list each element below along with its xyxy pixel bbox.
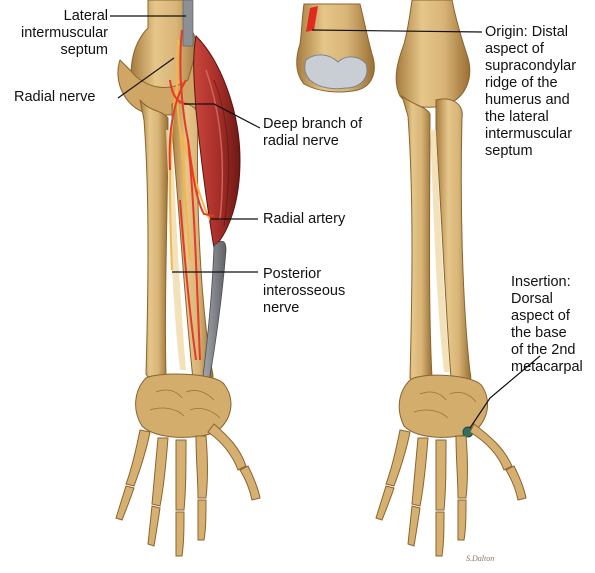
- label-insertion: Insertion: Dorsal aspect of the base of …: [511, 274, 583, 375]
- leader-origin: [311, 29, 483, 33]
- leader-insertion: [469, 355, 541, 429]
- leader-deep-branch: [184, 103, 261, 129]
- right-radius: [435, 98, 472, 392]
- label-deep-branch-radial-nerve: Deep branch of radial nerve: [263, 116, 363, 149]
- left-muscle-belly: [193, 34, 241, 250]
- label-posterior-interosseous-nerve: Posterior interosseous nerve: [263, 266, 346, 316]
- right-fingers: [375, 423, 527, 557]
- label-lateral-intermuscular-septum: Lateral intermuscular septum: [20, 8, 108, 58]
- left-ulna: [139, 99, 169, 381]
- label-radial-artery: Radial artery: [263, 211, 346, 227]
- origin-mark: [306, 6, 318, 32]
- label-origin: Origin: Distal aspect of supracondylar r…: [485, 24, 577, 159]
- left-septum: [182, 0, 194, 47]
- label-radial-nerve: Radial nerve: [14, 89, 96, 105]
- left-fingers: [115, 423, 261, 557]
- right-arm: [296, 0, 527, 557]
- right-humerus: [395, 0, 471, 108]
- left-arteries: [168, 29, 215, 361]
- right-ulna: [401, 94, 433, 385]
- leader-radial-nerve: [117, 57, 175, 99]
- leader-lines: [110, 15, 541, 429]
- left-arm: [115, 0, 261, 557]
- artist-signature: S.Dalton: [466, 554, 495, 563]
